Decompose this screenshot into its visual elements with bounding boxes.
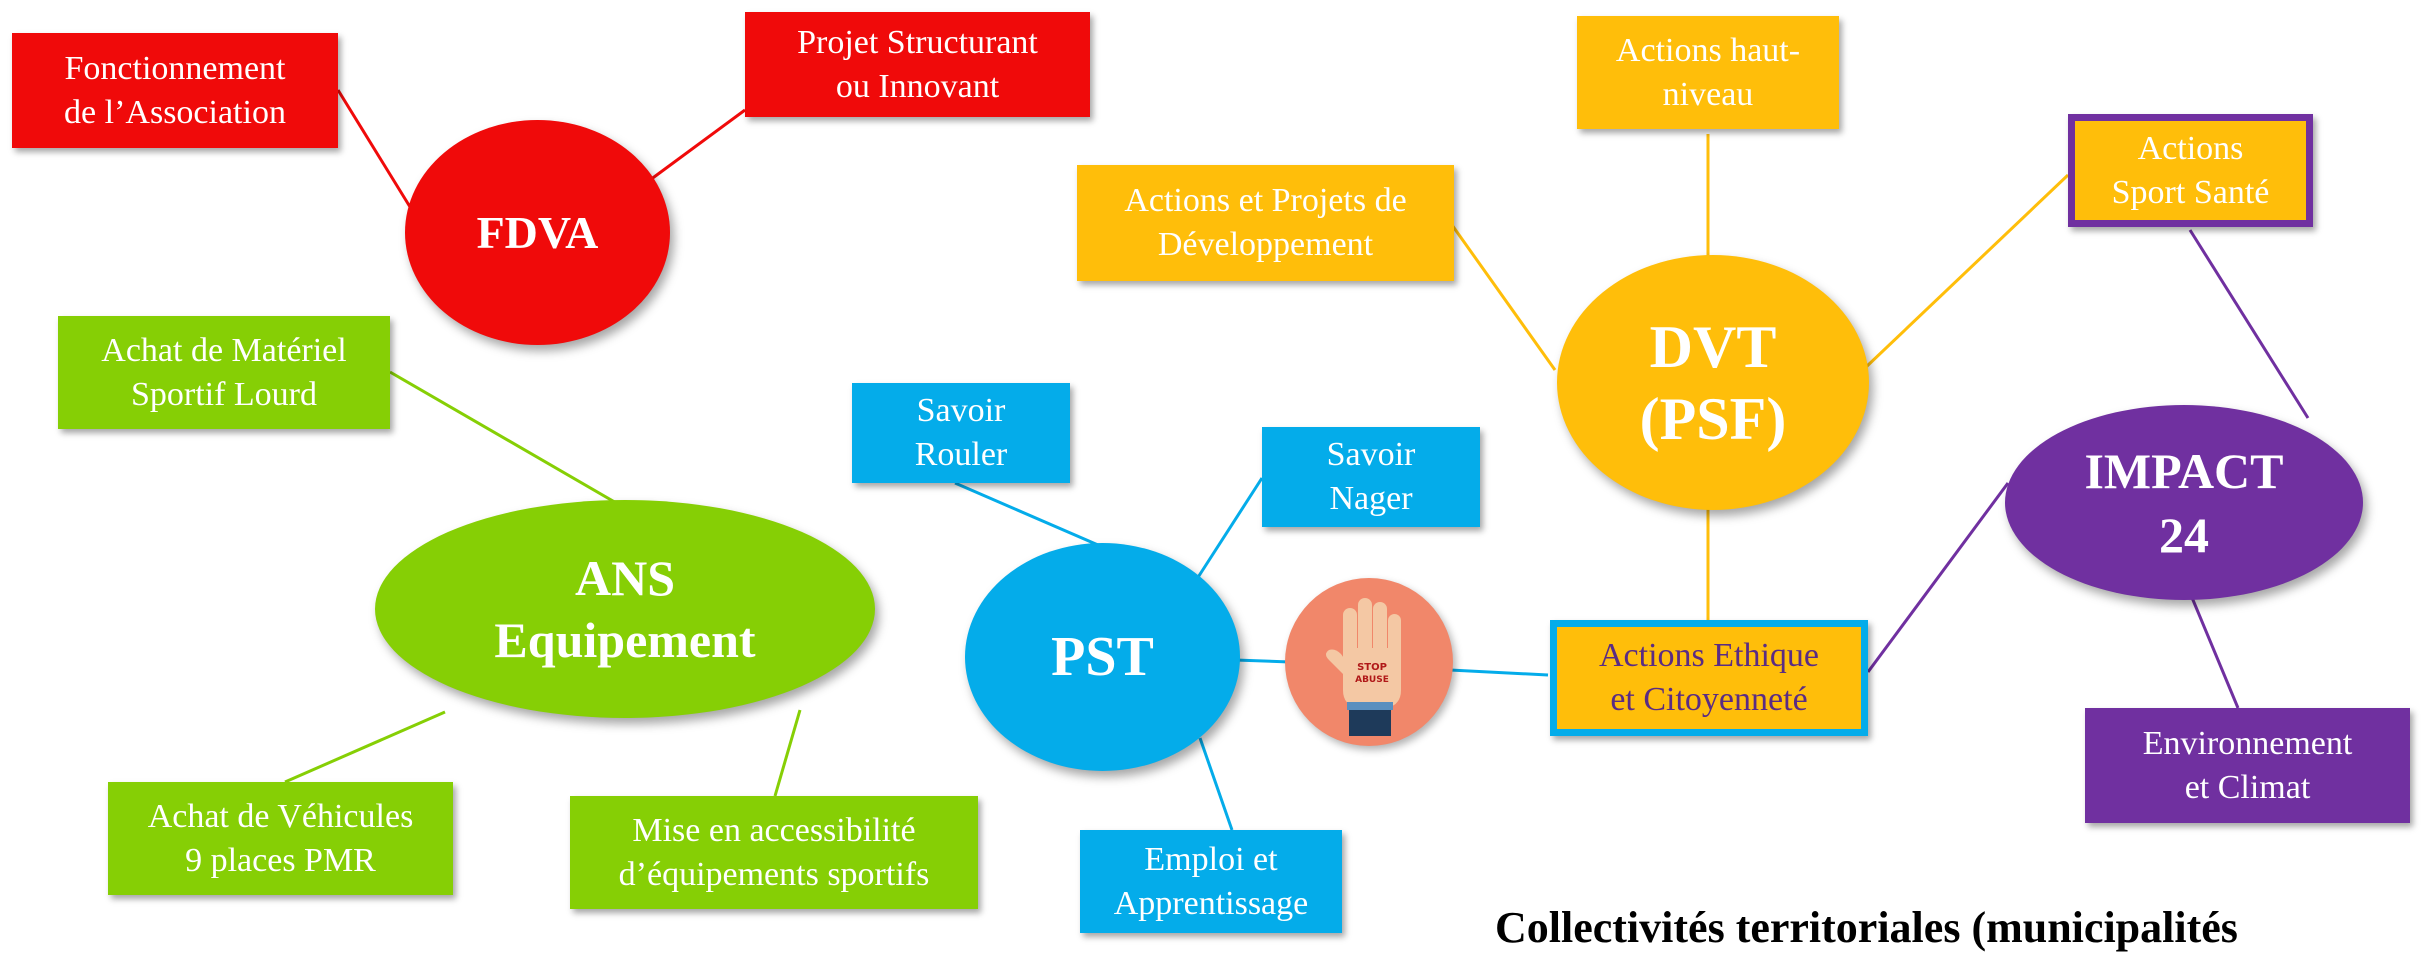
dvt-node: DVT (PSF) <box>1557 255 1869 510</box>
ans-node-line1: ANS <box>574 550 676 606</box>
ans-node-line2: Equipement <box>494 612 756 668</box>
connector-fdva-projet <box>649 108 746 182</box>
fdva-node: FDVA <box>405 120 670 345</box>
fdva-node-label: FDVA <box>476 207 599 258</box>
footer-heading: Collectivités territoriales (municipalit… <box>1495 903 2238 952</box>
connector-ans-vehicules <box>284 710 446 784</box>
ans-vehicules-box: Achat de Véhicules 9 places PMR <box>108 782 453 895</box>
ans-node: ANS Equipement <box>375 500 875 718</box>
connector-impact-environnement <box>2186 587 2240 709</box>
ans-materiel-box: Achat de Matériel Sportif Lourd <box>58 316 390 429</box>
dvt-node-line2: (PSF) <box>1639 385 1787 452</box>
connector-pst-emploi <box>1198 737 1234 831</box>
pst-node: PST <box>965 543 1240 771</box>
connector-fdva-fonctionnement <box>336 89 417 216</box>
impact-node-line2: 24 <box>2159 506 2209 563</box>
connector-dvt-developpement <box>1450 224 1557 371</box>
pst-emploi-box: Emploi et Apprentissage <box>1080 830 1342 933</box>
dvt-ethique-box: Actions Ethique et Citoyenneté <box>1550 620 1868 736</box>
connector-lines <box>284 89 2310 831</box>
impact-environnement-box: Environnement et Climat <box>2085 708 2410 823</box>
dvt-sante-box: Actions Sport Santé <box>2068 114 2313 227</box>
dvt-node-line1: DVT <box>1649 313 1777 380</box>
ans-accessibilite-box: Mise en accessibilité d’équipements spor… <box>570 796 978 909</box>
connector-ans-accessibilite <box>773 709 802 797</box>
dvt-developpement-box: Actions et Projets de Développement <box>1077 165 1454 281</box>
pst-nager-box: Savoir Nager <box>1262 427 1480 527</box>
dvt-haut-niveau-box: Actions haut- niveau <box>1577 16 1839 129</box>
stop-abuse-badge: STOP ABUSE <box>1285 578 1453 746</box>
connector-ans-materiel <box>389 370 626 510</box>
fdva-projet-box: Projet Structurant ou Innovant <box>745 12 1090 117</box>
impact-node: IMPACT 24 <box>2005 405 2363 600</box>
connector-pst-nager <box>1193 477 1264 583</box>
stop-abuse-text-line2: ABUSE <box>1355 675 1389 685</box>
fdva-fonctionnement-box: Fonctionnement de l’Association <box>12 33 338 148</box>
connector-impact-sante <box>2188 229 2310 419</box>
connector-pst-rouler <box>954 481 1106 550</box>
connector-pst-stop <box>1234 658 1291 664</box>
impact-node-line1: IMPACT <box>2084 442 2284 499</box>
stop-abuse-text-line1: STOP <box>1357 662 1387 673</box>
pst-node-label: PST <box>1051 626 1154 688</box>
stop-abuse-hand-icon: STOP ABUSE <box>1326 598 1401 736</box>
connector-stop-ethique <box>1449 668 1549 677</box>
connector-dvt-sante <box>1863 173 2070 370</box>
connector-impact-ethique <box>1866 482 2010 673</box>
pst-rouler-box: Savoir Rouler <box>852 383 1070 483</box>
